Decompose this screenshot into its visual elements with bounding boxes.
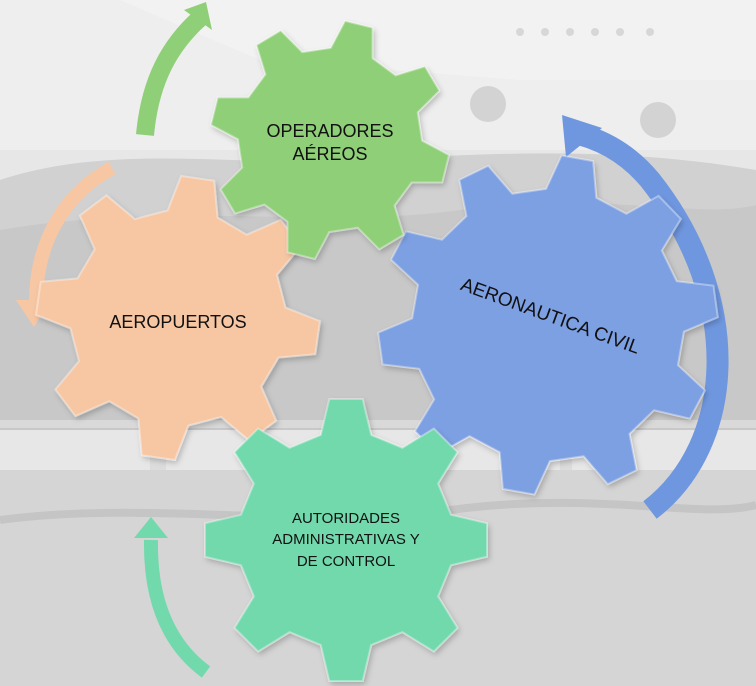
green-cycle-arrow xyxy=(136,11,207,136)
teal-cycle-arrow xyxy=(143,539,211,678)
operadores-aereos-gear xyxy=(209,19,451,261)
autoridades-gear xyxy=(204,398,488,682)
peach-cycle-arrow xyxy=(29,161,116,303)
gears-layer xyxy=(34,19,719,682)
blue-cycle-arrow xyxy=(567,121,729,519)
aeronautica-civil-gear xyxy=(377,154,719,496)
aeropuertos-gear xyxy=(34,174,322,462)
cycle-arrows xyxy=(16,2,729,678)
